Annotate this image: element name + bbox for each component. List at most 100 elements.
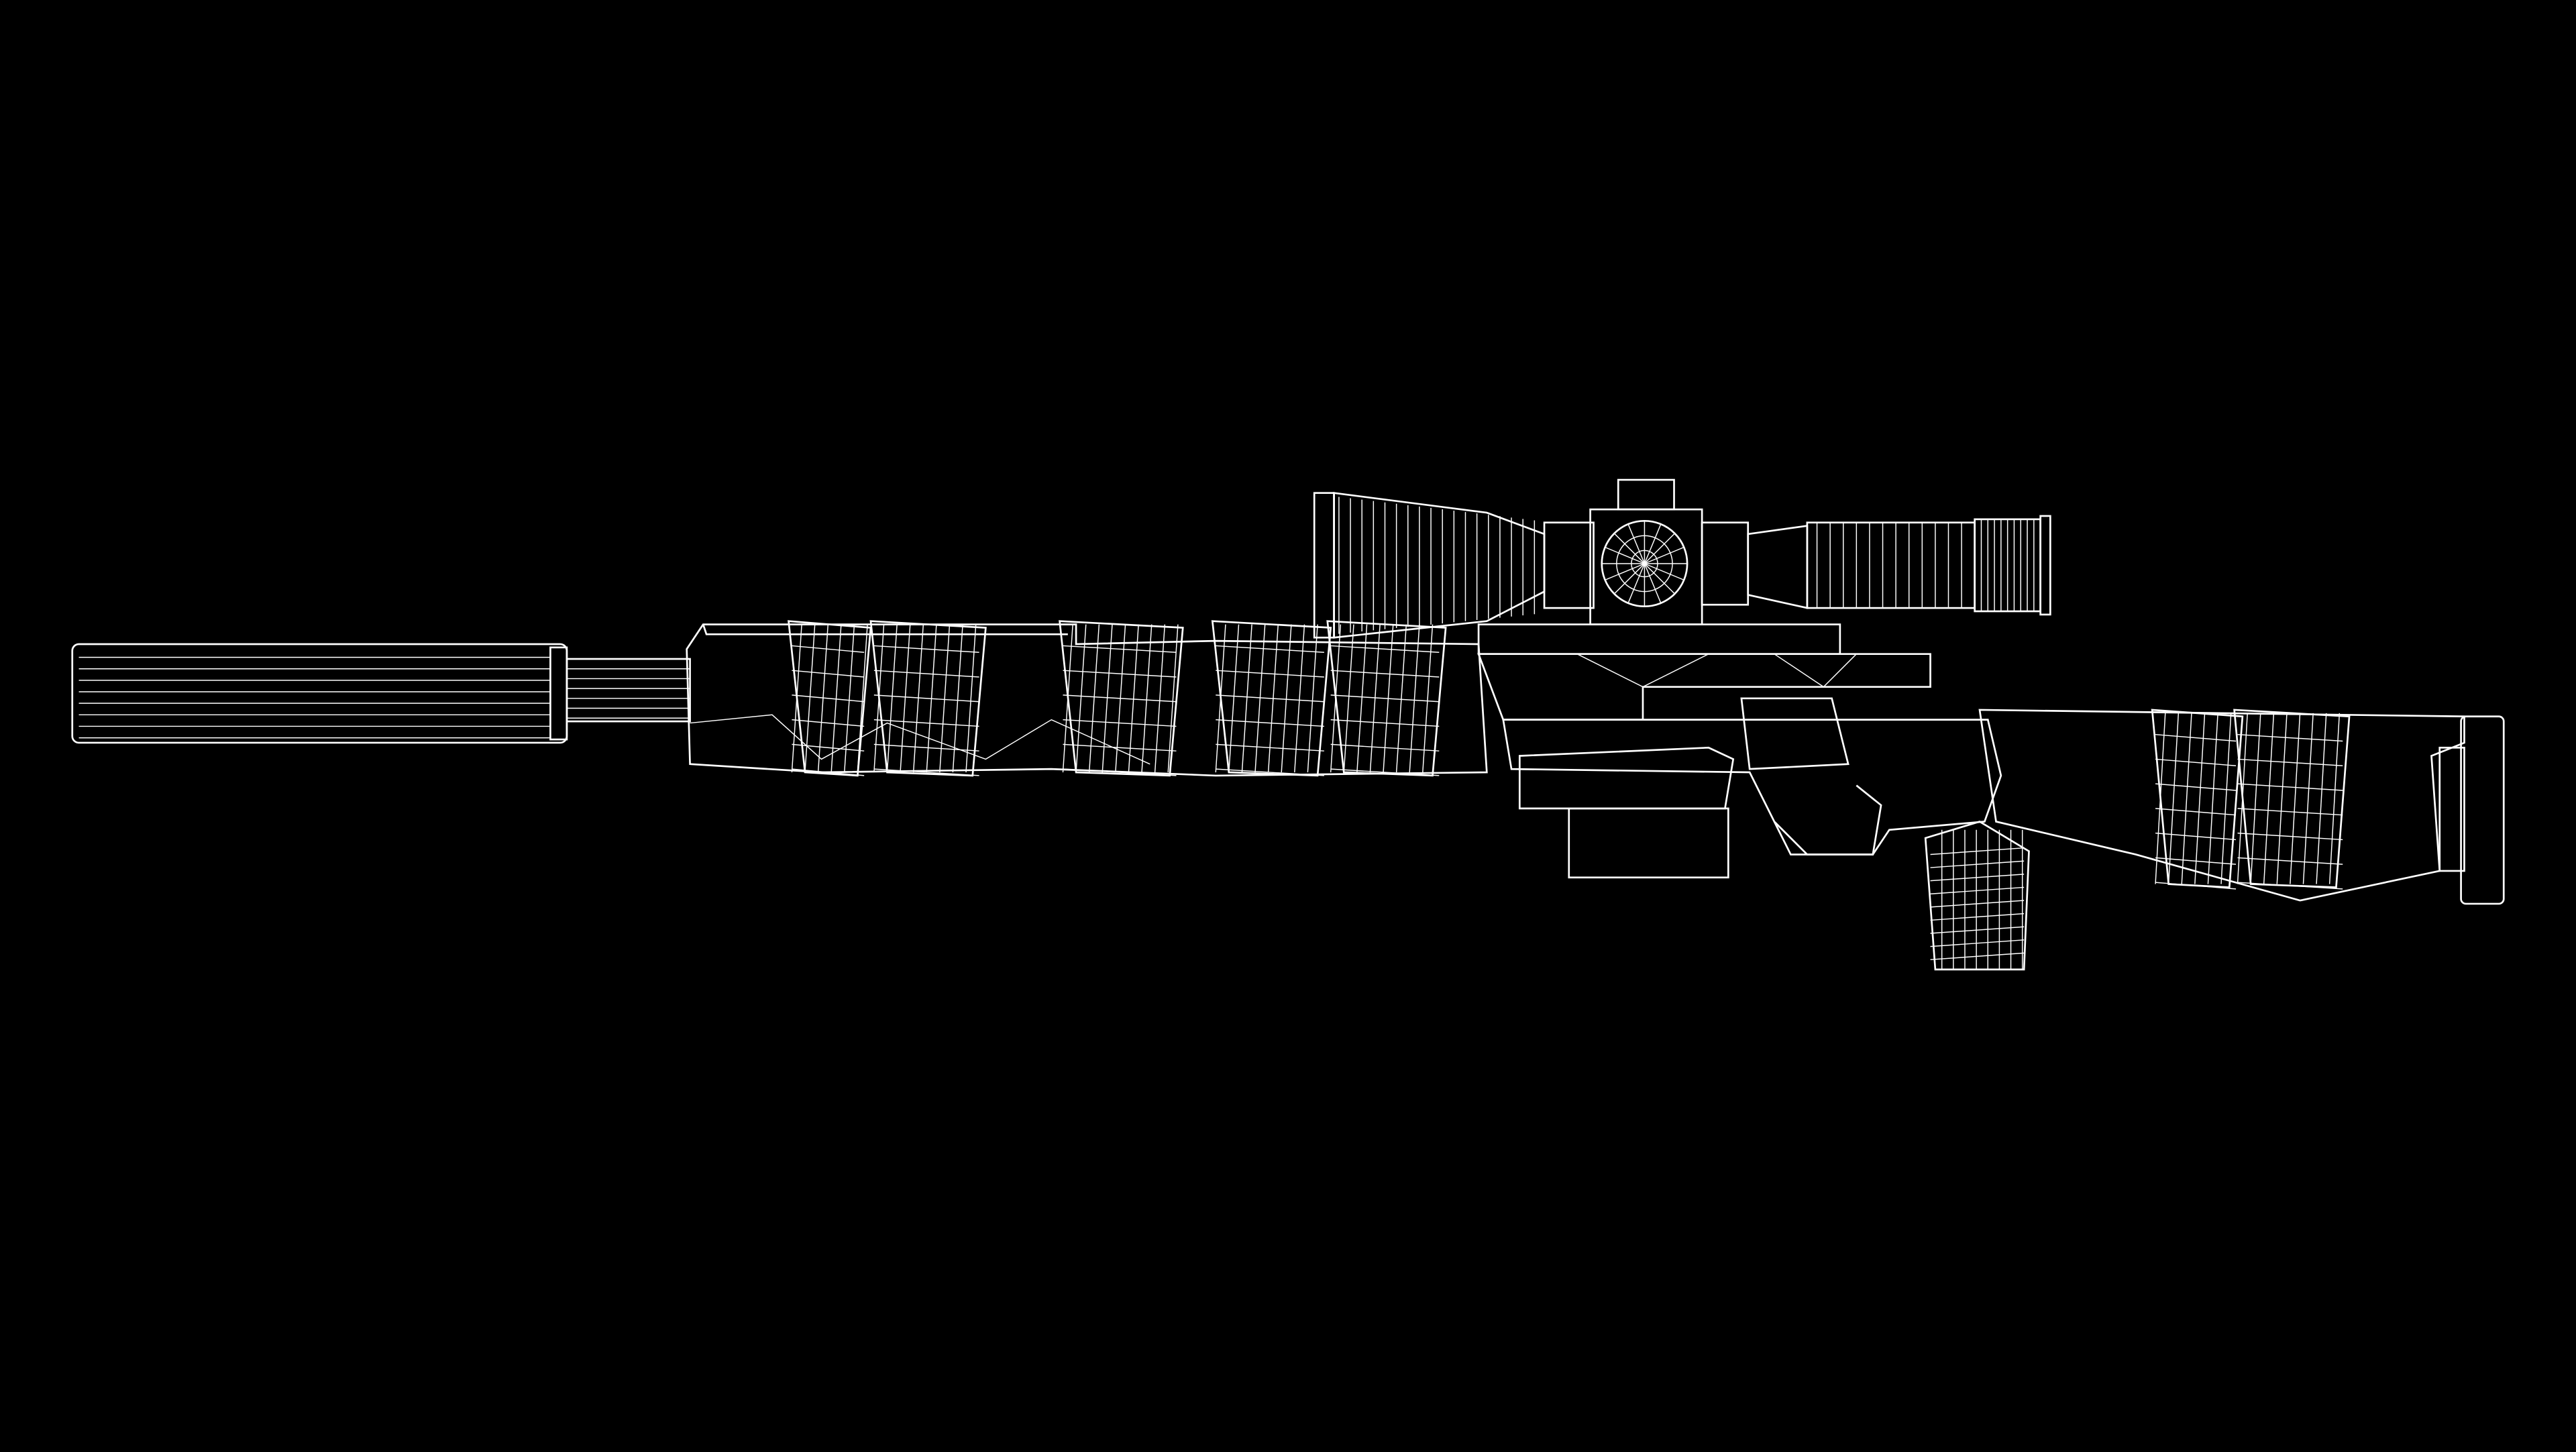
- wire-edge: [900, 624, 911, 773]
- suppressor: [71, 643, 568, 744]
- wire-edge: [1063, 645, 1177, 653]
- wire-edge: [1330, 694, 1440, 703]
- wire-edge: [1216, 768, 1324, 776]
- wire-edge: [1613, 563, 1645, 594]
- wire-edge: [1228, 624, 1240, 773]
- wire-edge: [2316, 713, 2327, 884]
- wire-edge: [2237, 857, 2343, 865]
- wire-edge: [2194, 713, 2206, 884]
- wire-edge: [1644, 563, 1662, 604]
- wire-edge: [1330, 645, 1440, 653]
- wire-edge: [1063, 694, 1177, 703]
- wire-edge: [2237, 733, 2343, 742]
- wire-edge: [1930, 886, 2025, 894]
- wire-edge: [873, 768, 979, 776]
- wire-edge: [1167, 624, 1179, 773]
- wire-edge: [1216, 719, 1324, 727]
- wire-edge: [1409, 624, 1420, 773]
- wire-edge: [1216, 694, 1324, 703]
- wire-edge: [1644, 533, 1675, 564]
- wire-edge: [2237, 882, 2343, 890]
- wire-edge: [1343, 624, 1354, 773]
- wire-edge: [791, 624, 802, 773]
- wire-edge: [873, 743, 979, 751]
- wire-edge: [1644, 523, 1662, 564]
- handguard: [686, 623, 1488, 777]
- wire-edge: [792, 768, 865, 776]
- wire-edge: [857, 624, 868, 773]
- wire-edge: [2237, 783, 2343, 791]
- wire-edge: [1422, 624, 1434, 773]
- wire-edge: [792, 743, 865, 751]
- wire-edge: [2155, 808, 2237, 816]
- wire-edge: [873, 719, 979, 727]
- wire-edge: [1216, 645, 1324, 653]
- wire-edge: [1062, 624, 1073, 773]
- wire-edge: [2302, 713, 2314, 884]
- wire-edge: [1930, 860, 2025, 868]
- wire-edge: [886, 624, 898, 773]
- wire-edge: [1141, 624, 1152, 773]
- wire-edge: [1605, 563, 1645, 581]
- wire-edge: [2155, 758, 2237, 766]
- wire-edge: [792, 670, 865, 678]
- wire-edge: [2220, 713, 2232, 884]
- barrel: [566, 658, 691, 723]
- wire-edge: [873, 694, 979, 703]
- wire-edge: [2250, 713, 2261, 884]
- wire-edge: [965, 624, 977, 773]
- wire-edge: [2155, 783, 2237, 791]
- wire-edge: [2155, 733, 2237, 742]
- wire-edge: [2167, 713, 2180, 884]
- pistol-grip: [1924, 821, 2030, 971]
- wire-edge: [2290, 713, 2301, 884]
- wire-edge: [1063, 670, 1177, 678]
- receiver: [1477, 623, 2002, 855]
- wire-edge: [1063, 719, 1177, 727]
- tape-band: [787, 620, 872, 777]
- wire-edge: [1307, 624, 1318, 773]
- wire-edge: [1281, 624, 1292, 773]
- tape-wraps: [787, 620, 2351, 890]
- wire-edge: [1088, 624, 1100, 773]
- wire-edge: [1356, 624, 1368, 773]
- wire-edge: [1241, 624, 1252, 773]
- wire-edge: [1330, 768, 1440, 776]
- wire-edge: [952, 624, 963, 773]
- wire-edge: [1102, 624, 1113, 773]
- wire-edge: [2237, 832, 2343, 841]
- wire-edge: [1216, 670, 1324, 678]
- wire-edge: [873, 624, 885, 773]
- wire-edge: [1644, 563, 1684, 581]
- wire-edge: [873, 645, 979, 653]
- wire-edge: [1930, 952, 2025, 960]
- wire-edge: [1154, 624, 1166, 773]
- wire-edge: [2155, 832, 2237, 841]
- wire-edge: [2207, 713, 2218, 884]
- wire-edge: [804, 624, 816, 773]
- tape-band: [2151, 709, 2244, 888]
- wire-edge: [1330, 624, 1342, 773]
- wire-edge: [1215, 624, 1226, 773]
- wire-edge: [2237, 713, 2248, 884]
- wire-edge: [1216, 743, 1324, 751]
- wire-edge: [1330, 719, 1440, 727]
- wire-edge: [1930, 939, 2025, 947]
- wire-edge: [1627, 523, 1646, 564]
- wire-edge: [1395, 624, 1407, 773]
- stock: [1978, 709, 2505, 905]
- wire-edge: [2237, 758, 2343, 766]
- wire-edge: [2155, 857, 2237, 865]
- wire-edge: [1330, 743, 1440, 751]
- wire-edge: [1605, 546, 1645, 564]
- wire-edge: [792, 719, 865, 727]
- wire-edge: [844, 624, 855, 773]
- magazine: [1518, 746, 1735, 879]
- wire-edge: [1930, 874, 2025, 882]
- wire-edge: [873, 670, 979, 678]
- wire-edge: [1930, 926, 2025, 934]
- trigger-guard: [1773, 784, 1882, 855]
